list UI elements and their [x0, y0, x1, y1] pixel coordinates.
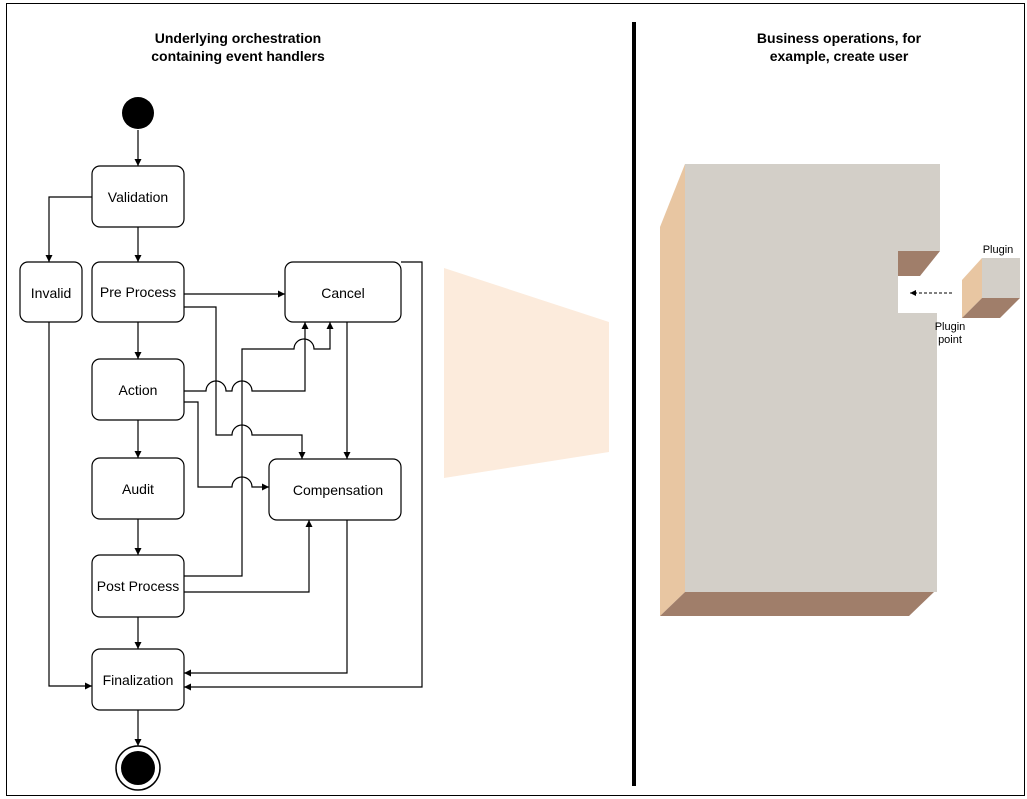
projection-shape: [444, 268, 609, 478]
edge-postprocess-compensation: [184, 520, 313, 593]
block-front-face: [685, 164, 940, 592]
business-operation-block: [660, 164, 940, 616]
node-pre-process: Pre Process: [91, 261, 185, 323]
edge-action-cancel: [184, 322, 309, 392]
plugin-point-notch-shade: [898, 251, 940, 276]
node-invalid-label: Invalid: [31, 285, 71, 301]
end-node: [115, 745, 161, 791]
edge-preprocess-compensation: [184, 306, 306, 459]
edge-invalid-finalization: [48, 322, 92, 690]
edge-validation-invalid: [45, 196, 92, 262]
block-side-face: [660, 164, 685, 616]
right-panel-title: Business operations, for example, create…: [729, 29, 949, 65]
plugin-bottom-face: [962, 298, 1020, 318]
edge-compensation-finalization: [184, 520, 348, 677]
node-action-label: Action: [119, 382, 158, 398]
start-node: [122, 97, 154, 129]
edge-action-compensation: [184, 401, 269, 491]
edge-cancel-finalization: [184, 261, 423, 691]
node-cancel-label: Cancel: [321, 285, 365, 301]
node-cancel: Cancel: [284, 261, 402, 323]
figure-border: [6, 3, 1025, 796]
flow-edges: [45, 130, 423, 746]
right-title-line2: example, create user: [769, 48, 909, 64]
right-title-line1: Business operations, for: [756, 30, 922, 46]
edge-postprocess-cancel: [184, 322, 334, 577]
node-invalid: Invalid: [19, 261, 83, 323]
plugin-cube: [962, 258, 1020, 318]
node-audit: Audit: [91, 457, 185, 520]
node-finalization-label: Finalization: [103, 672, 174, 688]
node-pre-process-label: Pre Process: [100, 284, 176, 300]
node-validation: Validation: [91, 165, 185, 228]
node-post-process-label: Post Process: [97, 578, 179, 594]
node-action: Action: [91, 358, 185, 421]
left-title-line1: Underlying orchestration: [154, 30, 322, 46]
left-title-line2: containing event handlers: [151, 48, 325, 64]
plugin-label: Plugin: [983, 244, 1014, 256]
node-post-process: Post Process: [91, 554, 185, 618]
node-compensation-label: Compensation: [293, 482, 383, 498]
node-compensation: Compensation: [268, 458, 402, 521]
plugin-front-face: [982, 258, 1020, 298]
node-audit-label: Audit: [122, 481, 154, 497]
block-bottom-face: [660, 592, 934, 616]
left-panel-title: Underlying orchestration containing even…: [138, 29, 338, 65]
plugin-point-notch: [898, 276, 920, 313]
node-validation-label: Validation: [108, 189, 168, 205]
plugin-point-label-line2: point: [938, 334, 962, 346]
plugin-point-label-line1: Plugin: [935, 321, 966, 333]
node-finalization: Finalization: [91, 648, 185, 711]
